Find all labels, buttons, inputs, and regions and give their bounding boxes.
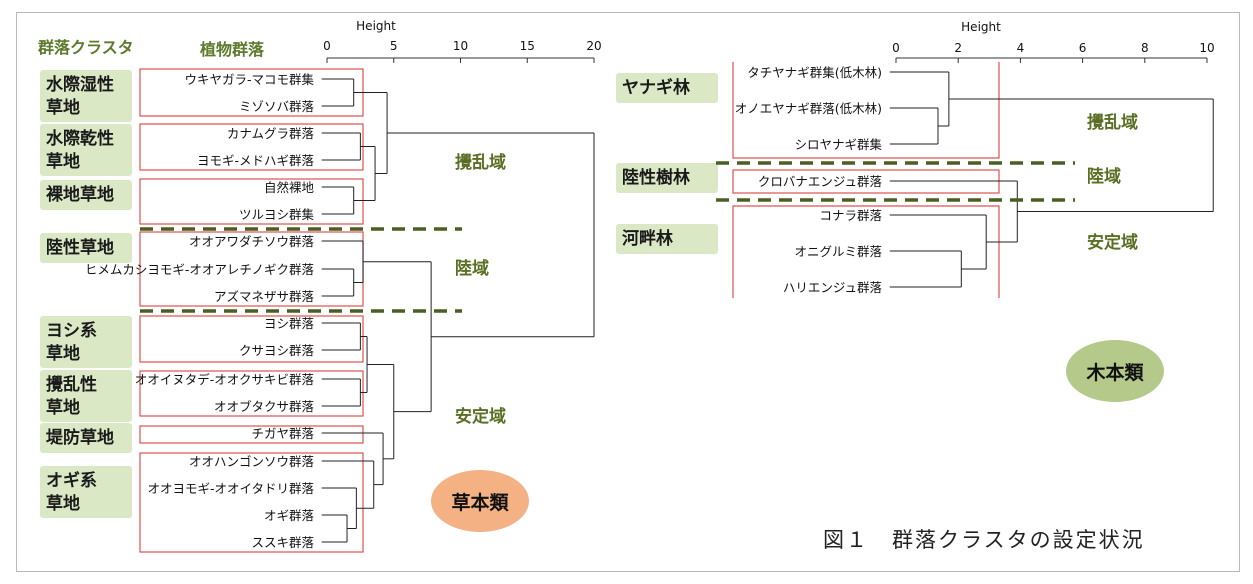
cluster-box xyxy=(139,370,364,417)
axis-tick-label: 10 xyxy=(1199,41,1214,55)
tree-zone-disturbed: 攪乱域 xyxy=(1087,113,1138,133)
cluster-box xyxy=(732,205,1000,298)
herb-zone-disturbed: 攪乱域 xyxy=(455,153,506,173)
cluster-label: 陸性樹林 xyxy=(616,163,718,193)
leaf-label: クサヨシ群落 xyxy=(239,343,315,358)
tree-height-axis: Height 0 2 4 6 8 10 xyxy=(892,20,1215,63)
figure-caption: 図１ 群落クラスタの設定状況 xyxy=(823,528,1145,552)
leaf-label: ヒメムカシヨモギ-オオアレチノギク群落 xyxy=(85,262,315,277)
cluster-label: 水際乾性 草地 xyxy=(40,124,132,176)
herb-zone-stable: 安定域 xyxy=(455,407,506,427)
cluster-label: 裸地草地 xyxy=(40,180,132,210)
leaf-label: オオハンゴンソウ群落 xyxy=(189,454,315,469)
axis-tick-label: 10 xyxy=(453,39,468,53)
leaf-label: ウキヤガラ-マコモ群集 xyxy=(184,72,314,87)
tree-category-badge: 木本類 xyxy=(1066,340,1164,402)
leaf-label: チガヤ群落 xyxy=(251,426,314,441)
leaf-label: シロヤナギ群集 xyxy=(794,137,882,152)
axis-tick-label: 5 xyxy=(390,39,398,53)
axis-tick-label: 2 xyxy=(954,41,962,55)
cluster-label: 河畔林 xyxy=(616,224,718,254)
cluster-label: 堤防草地 xyxy=(40,423,132,453)
leaf-label: オオヨモギ-オオイタドリ群落 xyxy=(147,481,314,496)
leaf-label: クロバナエンジュ群落 xyxy=(758,174,883,189)
cluster-box xyxy=(732,62,1000,159)
herb-dendrogram xyxy=(321,78,595,543)
axis-tick-label: 20 xyxy=(586,39,601,53)
cluster-box xyxy=(139,425,364,444)
herb-leaf-labels: ウキヤガラ-マコモ群集ミゾソバ群落カナムグラ群落ヨモギ-メドハギ群落自然裸地ツル… xyxy=(85,72,315,550)
axis-title: Height xyxy=(356,19,396,33)
axis-tick-label: 4 xyxy=(1017,41,1025,55)
tree-zone-land: 陸域 xyxy=(1087,167,1121,187)
cluster-column-header: 群落クラスタ xyxy=(38,38,134,57)
leaf-label: ススキ群落 xyxy=(251,535,314,550)
tree-leaf-labels: タチヤナギ群集(低木林) オノエヤナギ群落(低木林) シロヤナギ群集クロバナエンジュ… xyxy=(735,65,883,295)
leaf-label: オオブタクサ群落 xyxy=(214,399,315,414)
leaf-label: 自然裸地 xyxy=(264,180,315,195)
cluster-label: 水際湿性 草地 xyxy=(40,70,132,122)
cluster-box xyxy=(139,452,364,553)
leaf-label: ヨシ群落 xyxy=(264,316,315,331)
leaf-label: ミゾソバ群落 xyxy=(239,99,315,114)
tree-zone-stable: 安定域 xyxy=(1087,233,1138,253)
cluster-box xyxy=(139,315,364,363)
leaf-label: アズマネザサ群落 xyxy=(214,289,315,304)
figure-frame xyxy=(16,12,1240,572)
leaf-label: タチヤナギ群集(低木林) xyxy=(747,65,882,80)
herb-height-axis: Height 0 5 10 15 20 xyxy=(323,19,602,63)
cluster-label: 陸性草地 xyxy=(40,233,132,263)
herb-zone-land: 陸域 xyxy=(455,259,489,279)
leaf-label: オオアワダチソウ群落 xyxy=(189,234,315,249)
leaf-label: ツルヨシ群集 xyxy=(239,207,315,222)
leaf-label: カナムグラ群落 xyxy=(227,126,315,141)
zone-divider-lines xyxy=(140,161,1075,313)
leaf-label: コナラ群落 xyxy=(819,208,882,223)
cluster-label: オギ系 草地 xyxy=(40,466,132,518)
axis-title: Height xyxy=(961,20,1001,34)
leaf-label: オオイヌタデ-オオクサキビ群落 xyxy=(135,372,315,387)
cluster-label: ヨシ系 草地 xyxy=(40,316,132,368)
leaf-label: オノエヤナギ群落(低木林) xyxy=(735,101,882,116)
leaf-label: ハリエンジュ群落 xyxy=(783,280,883,295)
axis-tick-label: 15 xyxy=(520,39,535,53)
leaf-label: オギ群落 xyxy=(264,508,315,523)
axis-tick-label: 0 xyxy=(892,41,900,55)
axis-tick-label: 6 xyxy=(1079,41,1087,55)
cluster-label: 攪乱性 草地 xyxy=(40,370,132,422)
axis-tick-label: 8 xyxy=(1141,41,1149,55)
herb-category-badge: 草本類 xyxy=(431,470,529,532)
cluster-box xyxy=(139,178,364,225)
community-column-header: 植物群落 xyxy=(200,40,265,59)
cluster-label: ヤナギ林 xyxy=(616,73,718,103)
leaf-label: ヨモギ-メドハギ群落 xyxy=(197,153,315,168)
axis-tick-label: 0 xyxy=(323,39,331,53)
tree-dendrogram xyxy=(889,71,1214,288)
tree-cluster-boxes xyxy=(732,62,1000,298)
leaf-label: オニグルミ群落 xyxy=(794,244,882,259)
